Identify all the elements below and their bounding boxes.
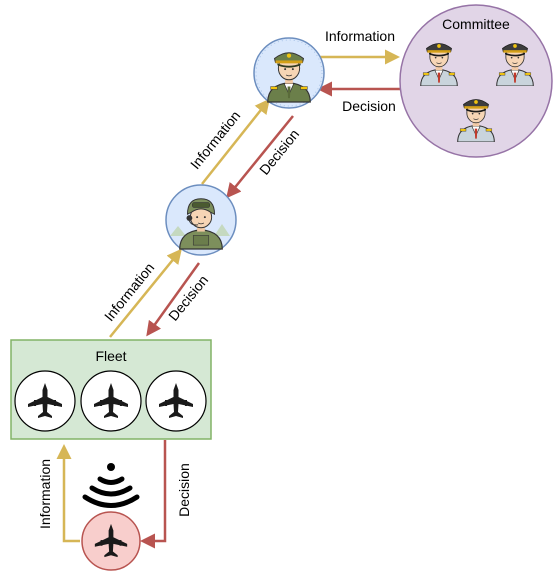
- fleet-group: Fleet: [10, 339, 212, 440]
- decision-arrow-from-operator: [146, 262, 201, 337]
- commander-node: [253, 37, 325, 109]
- info-arrow-to-officer: [201, 98, 270, 185]
- info-arrow-to-fleet: [56, 444, 80, 543]
- decision-arrow-from-officer: [226, 115, 294, 199]
- committee-label: Committee: [442, 16, 510, 32]
- decision-label-bottom: Decision: [176, 463, 192, 517]
- committee-node: Committee: [399, 4, 553, 158]
- fleet-aircraft-1: [14, 370, 76, 432]
- info-label-top: Information: [325, 28, 395, 44]
- drone-node: [81, 511, 141, 571]
- operator-node: [165, 184, 237, 256]
- fleet-aircraft-2: [80, 370, 142, 432]
- decision-arrow-to-drone: [140, 440, 167, 549]
- info-label-bottom: Information: [37, 459, 53, 529]
- info-arrow-to-operator: [109, 248, 182, 338]
- fleet-label: Fleet: [95, 348, 126, 364]
- decision-label-top: Decision: [342, 98, 396, 114]
- info-label-mid: Information: [187, 108, 244, 173]
- wireless-signal-icon: [82, 463, 140, 508]
- fleet-aircraft-3: [145, 370, 207, 432]
